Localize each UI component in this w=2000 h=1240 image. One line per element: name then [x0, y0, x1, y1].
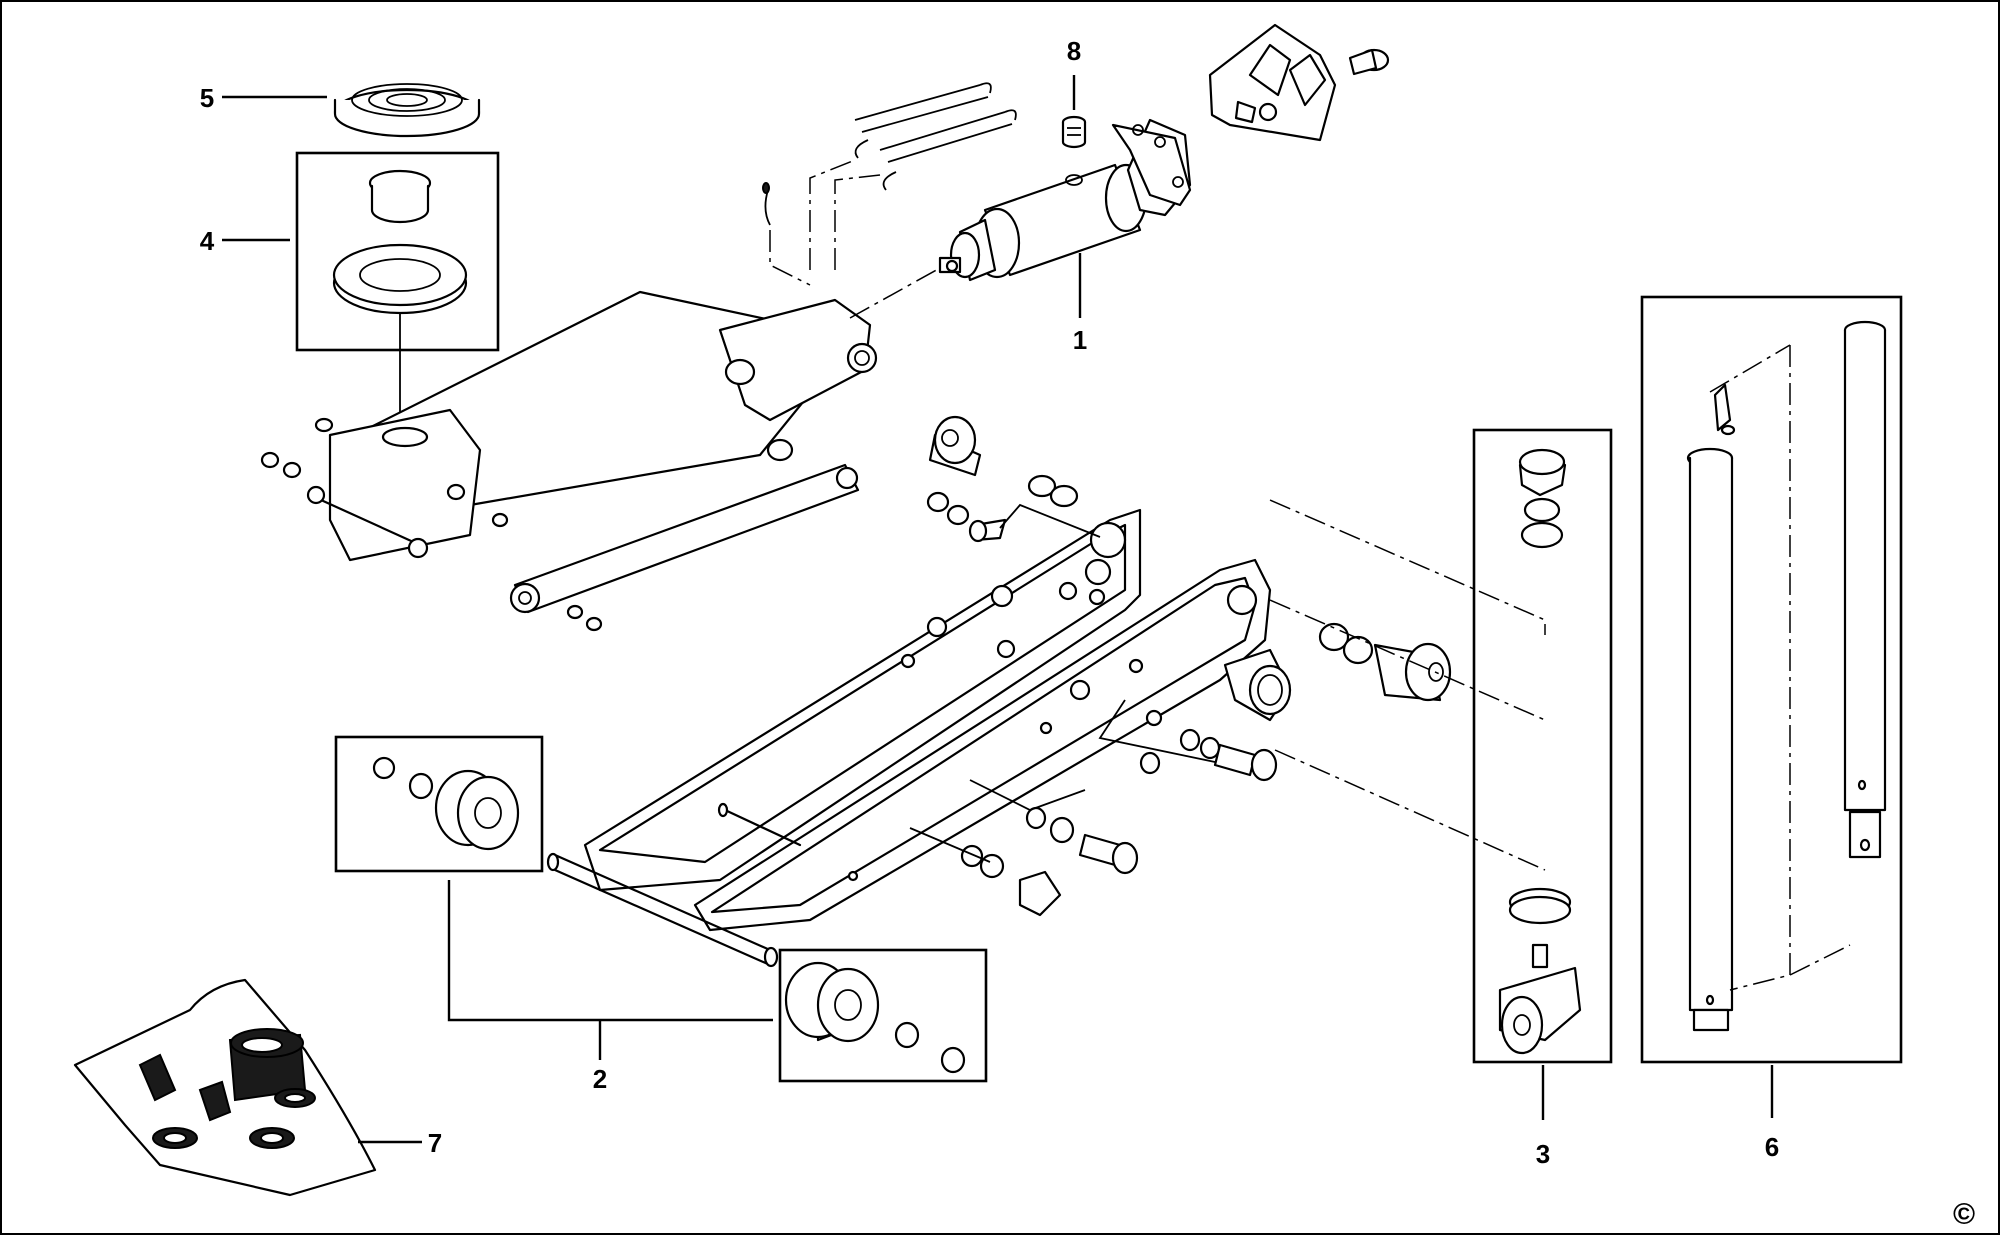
frame-side-plate-front: [693, 558, 1272, 932]
callout-4: 4: [200, 226, 215, 256]
saddle-cap: [368, 169, 432, 224]
lifting-lug: [1223, 648, 1292, 722]
castor-kit-parts: [1498, 448, 1582, 1055]
front-roller: [784, 961, 966, 1074]
callout-2: 2: [593, 1064, 607, 1094]
pump-bracket: [1208, 23, 1390, 142]
cotter-pin: [762, 182, 771, 226]
cross-bolt-right: [1318, 622, 1452, 702]
saddle-ring: [332, 243, 468, 315]
release-valve-screw: [1061, 115, 1087, 149]
copyright-symbol: ©: [1953, 1198, 1975, 1231]
lift-arm: [306, 290, 878, 562]
callout-3: 3: [1536, 1139, 1550, 1169]
castor-kit-box: [1472, 428, 1613, 1064]
link-arm: [509, 438, 860, 614]
front-axle: [546, 802, 802, 968]
callout-5: 5: [200, 83, 214, 113]
handle-tube-lower: [1686, 447, 1734, 1032]
frame-side-plate-rear: [583, 508, 1142, 892]
return-springs: [854, 82, 1017, 191]
saddle-kit-box: [295, 151, 500, 352]
callout-7: 7: [428, 1128, 442, 1158]
hydraulic-cylinder: [938, 118, 1192, 282]
callout-8: 8: [1067, 36, 1081, 66]
cross-bolt-upper: [926, 415, 1079, 543]
callout-1: 1: [1073, 325, 1087, 355]
small-bolts-lower: [960, 728, 1278, 917]
lift-arm-washers: [260, 417, 603, 632]
rear-roller: [372, 756, 520, 851]
handle-kit-box: [1640, 295, 1903, 1064]
handle-tube-upper: [1843, 320, 1887, 859]
front-roller-kit-box: [778, 948, 988, 1083]
callout-6: 6: [1765, 1132, 1779, 1162]
seal-kit-bag: [73, 978, 377, 1197]
leader-2-left: [447, 880, 773, 1022]
handle-retaining-pin: [1713, 383, 1736, 436]
saddle-pad: [333, 83, 481, 138]
rear-roller-kit-box: [334, 735, 544, 873]
